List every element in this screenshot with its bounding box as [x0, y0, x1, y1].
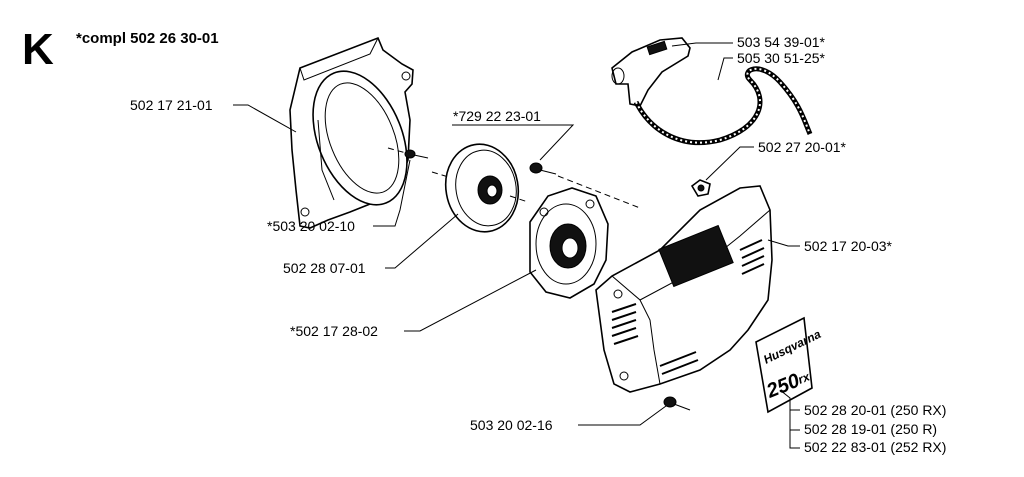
- leader-lines: [233, 42, 800, 449]
- screw-503-20-02-10-drawing: [387, 147, 429, 159]
- callout-labels: 502 17 21-01 *503 20 02-10 502 28 07-01 …: [130, 34, 946, 455]
- spring-housing-drawing: [529, 187, 609, 299]
- assembly-part-number: *compl 502 26 30-01: [76, 30, 219, 47]
- fan-housing-drawing: [289, 36, 414, 229]
- callout-502-28-19-01: 502 28 19-01 (250 R): [804, 421, 937, 437]
- screw-503-20-02-16-drawing: [663, 396, 691, 411]
- callout-502-28-20-01: 502 28 20-01 (250 RX): [804, 402, 946, 418]
- callout-502-17-28-02: *502 17 28-02: [290, 323, 378, 339]
- callout-503-20-02-10: *503 20 02-10: [267, 218, 355, 234]
- callout-502-27-20-01: 502 27 20-01*: [758, 139, 847, 155]
- callout-505-30-51-25: 505 30 51-25*: [737, 50, 826, 66]
- decal-drawing: Husqvarna 250 rx: [755, 316, 823, 414]
- callout-503-54-39-01: 503 54 39-01*: [737, 34, 826, 50]
- cord-drawing: [633, 66, 813, 146]
- pulley-drawing: [431, 143, 529, 233]
- section-letter: K: [22, 25, 54, 74]
- starter-cover-drawing: [595, 185, 773, 393]
- callout-729-22-23-01: *729 22 23-01: [453, 108, 541, 124]
- callout-502-22-83-01: 502 22 83-01 (252 RX): [804, 439, 946, 455]
- callout-502-17-20-03: 502 17 20-03*: [804, 238, 893, 254]
- nut-drawing: [690, 179, 711, 197]
- handle-drawing: [611, 37, 691, 107]
- screw-729-22-23-01-drawing: [529, 162, 641, 209]
- callout-503-20-02-16: 503 20 02-16: [470, 417, 553, 433]
- callout-502-28-07-01: 502 28 07-01: [283, 260, 366, 276]
- callout-502-17-21-01: 502 17 21-01: [130, 97, 213, 113]
